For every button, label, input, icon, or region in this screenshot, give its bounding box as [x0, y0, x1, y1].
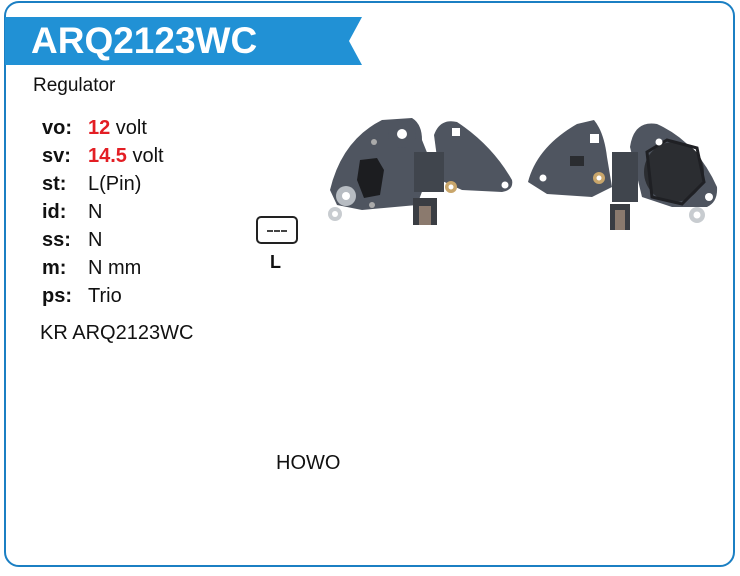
- spec-value: 14.5 volt: [88, 142, 164, 170]
- vehicle-application: HOWO: [276, 452, 341, 474]
- spec-value: N: [88, 201, 103, 223]
- spec-value-number: 12: [88, 117, 111, 139]
- spec-value-unit: volt: [126, 145, 164, 167]
- spec-label: sv:: [42, 145, 71, 167]
- product-card: [4, 1, 735, 567]
- spec-value: N mm: [88, 257, 142, 279]
- spec-value: Trio: [88, 285, 122, 307]
- spec-label: ps:: [42, 285, 72, 307]
- spec-label: vo:: [42, 117, 72, 139]
- oe-reference: KR ARQ2123WC: [40, 322, 194, 344]
- spec-value-unit: volt: [110, 117, 147, 139]
- spec-label: ss:: [42, 229, 71, 251]
- spec-value: N: [88, 229, 103, 251]
- regulator-front-photo: [328, 118, 513, 225]
- connector-pin: [267, 230, 287, 232]
- regulator-back-photo: [528, 120, 718, 230]
- spec-label: id:: [42, 201, 67, 223]
- part-number-title: ARQ2123WC: [31, 20, 258, 61]
- connector-label: L: [270, 252, 281, 272]
- plug-connector-icon: [256, 216, 298, 244]
- spec-value-number: 14.5: [88, 145, 127, 167]
- spec-value: L(Pin): [88, 173, 142, 195]
- spec-label: st:: [42, 173, 67, 195]
- spec-label: m:: [42, 257, 67, 279]
- ribbon-shape-icon: [5, 17, 362, 65]
- title-ribbon: [5, 17, 362, 65]
- spec-value: 12 volt: [88, 114, 147, 142]
- product-category: Regulator: [33, 75, 116, 96]
